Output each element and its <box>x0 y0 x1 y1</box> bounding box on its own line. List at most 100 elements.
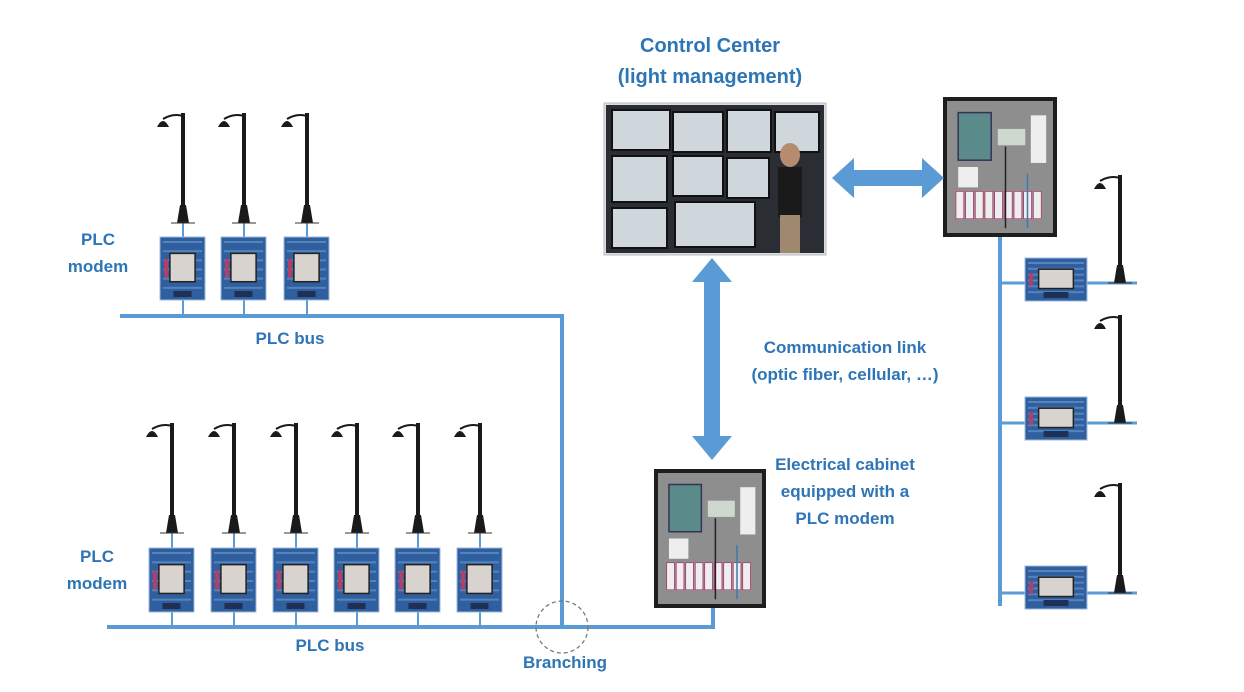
modem-chip <box>466 563 493 595</box>
board-connector <box>399 570 403 590</box>
cabinet-fuse <box>685 562 694 591</box>
board-connector <box>461 570 465 590</box>
board-trace <box>276 561 315 564</box>
bottom-plc-bus-label: PLC bus <box>295 636 365 655</box>
board-header <box>1043 431 1069 437</box>
modem-chip <box>1037 268 1075 290</box>
cabinet-fuse <box>1033 191 1042 219</box>
lamp-head-icon <box>270 431 282 437</box>
title-line-1: Control Center <box>640 35 780 57</box>
photo-operator-legs <box>780 215 800 253</box>
right-street-lamp <box>1094 175 1132 284</box>
board-connector <box>225 259 229 278</box>
bottom-street-lamp <box>146 423 184 534</box>
photo-operator-body <box>778 167 802 217</box>
bottom-street-lamp <box>270 423 308 534</box>
board-header <box>297 291 316 297</box>
top-plc-bus-label: PLC bus <box>255 329 325 348</box>
top-plc-modem <box>283 236 330 301</box>
board-header <box>347 603 366 609</box>
lamp-base <box>228 515 240 533</box>
board-header <box>173 291 192 297</box>
board-trace <box>152 552 191 554</box>
control-center-photo <box>603 102 827 256</box>
lamp-head-icon <box>157 121 169 127</box>
lamp-base <box>177 205 189 223</box>
bottom-plc-modem <box>148 547 195 613</box>
lamp-base <box>1114 405 1126 423</box>
board-header <box>234 291 253 297</box>
board-connector <box>1029 581 1033 594</box>
branching-dashed-circle <box>535 600 589 654</box>
lamp-pole <box>355 423 359 533</box>
top-electrical-cabinet <box>943 97 1057 237</box>
right-plc-modem <box>1024 257 1088 302</box>
board-trace <box>224 241 263 243</box>
board-trace <box>224 250 263 253</box>
board-connector <box>338 570 342 590</box>
board-connector <box>153 570 157 590</box>
bottom-plc-modem-label: PLC modem <box>57 543 137 597</box>
modem-chip <box>343 563 370 595</box>
lamp-arm <box>336 424 358 430</box>
modem-chip <box>230 252 257 283</box>
board-trace <box>276 552 315 554</box>
lamp-arm <box>1099 316 1121 322</box>
photo-screen <box>774 111 820 153</box>
modem-chip <box>1037 576 1075 598</box>
board-trace <box>214 552 253 554</box>
label-line-2: modem <box>66 574 128 593</box>
lamp-pole <box>1118 483 1122 593</box>
cabinet-terminal <box>997 128 1026 146</box>
cabinet-fuse <box>666 562 675 591</box>
bottom-plc-modem <box>333 547 380 613</box>
modem-chip <box>1037 407 1075 429</box>
photo-screen <box>726 157 770 199</box>
board-trace <box>163 286 202 289</box>
lamp-arm <box>1099 484 1121 490</box>
lamp-base <box>166 515 178 533</box>
board-trace <box>152 598 191 601</box>
board-trace <box>460 552 499 554</box>
lamp-pole <box>1118 175 1122 283</box>
board-trace <box>1028 262 1084 264</box>
lamp-base <box>474 515 486 533</box>
cabinet-breaker <box>1030 115 1047 163</box>
board-trace <box>460 598 499 601</box>
photo-screen <box>726 109 772 153</box>
cabinet-fuse <box>1013 191 1023 219</box>
lamp-arm <box>397 424 419 430</box>
lamp-base <box>351 515 363 533</box>
board-connector <box>215 570 219 590</box>
board-trace <box>398 561 437 564</box>
lamp-arm <box>286 114 308 120</box>
photo-screen <box>611 207 668 249</box>
board-trace <box>224 286 263 289</box>
board-connector <box>1029 412 1033 425</box>
cabinet-line-2: equipped with a <box>780 482 910 501</box>
photo-screen <box>672 155 724 197</box>
label-line-1: PLC <box>81 230 115 249</box>
board-trace <box>1028 401 1084 403</box>
board-header <box>470 603 489 609</box>
lamp-head-icon <box>331 431 343 437</box>
bottom-plc-modem <box>394 547 441 613</box>
lamp-head-icon <box>281 121 293 127</box>
board-trace <box>287 286 326 289</box>
lamp-base <box>1114 265 1126 283</box>
board-trace <box>214 598 253 601</box>
cabinet-fuse <box>704 562 713 591</box>
lamp-arm <box>151 424 173 430</box>
board-trace <box>398 598 437 601</box>
photo-screen <box>674 201 756 248</box>
cabinet-plc-modem <box>958 167 978 188</box>
lamp-arm <box>1099 176 1121 182</box>
lamp-pole <box>305 113 309 223</box>
board-header <box>408 603 427 609</box>
right-street-lamp <box>1094 315 1132 424</box>
top-plc-modem <box>159 236 206 301</box>
board-connector <box>277 570 281 590</box>
board-header <box>224 603 243 609</box>
board-connector <box>164 259 168 278</box>
